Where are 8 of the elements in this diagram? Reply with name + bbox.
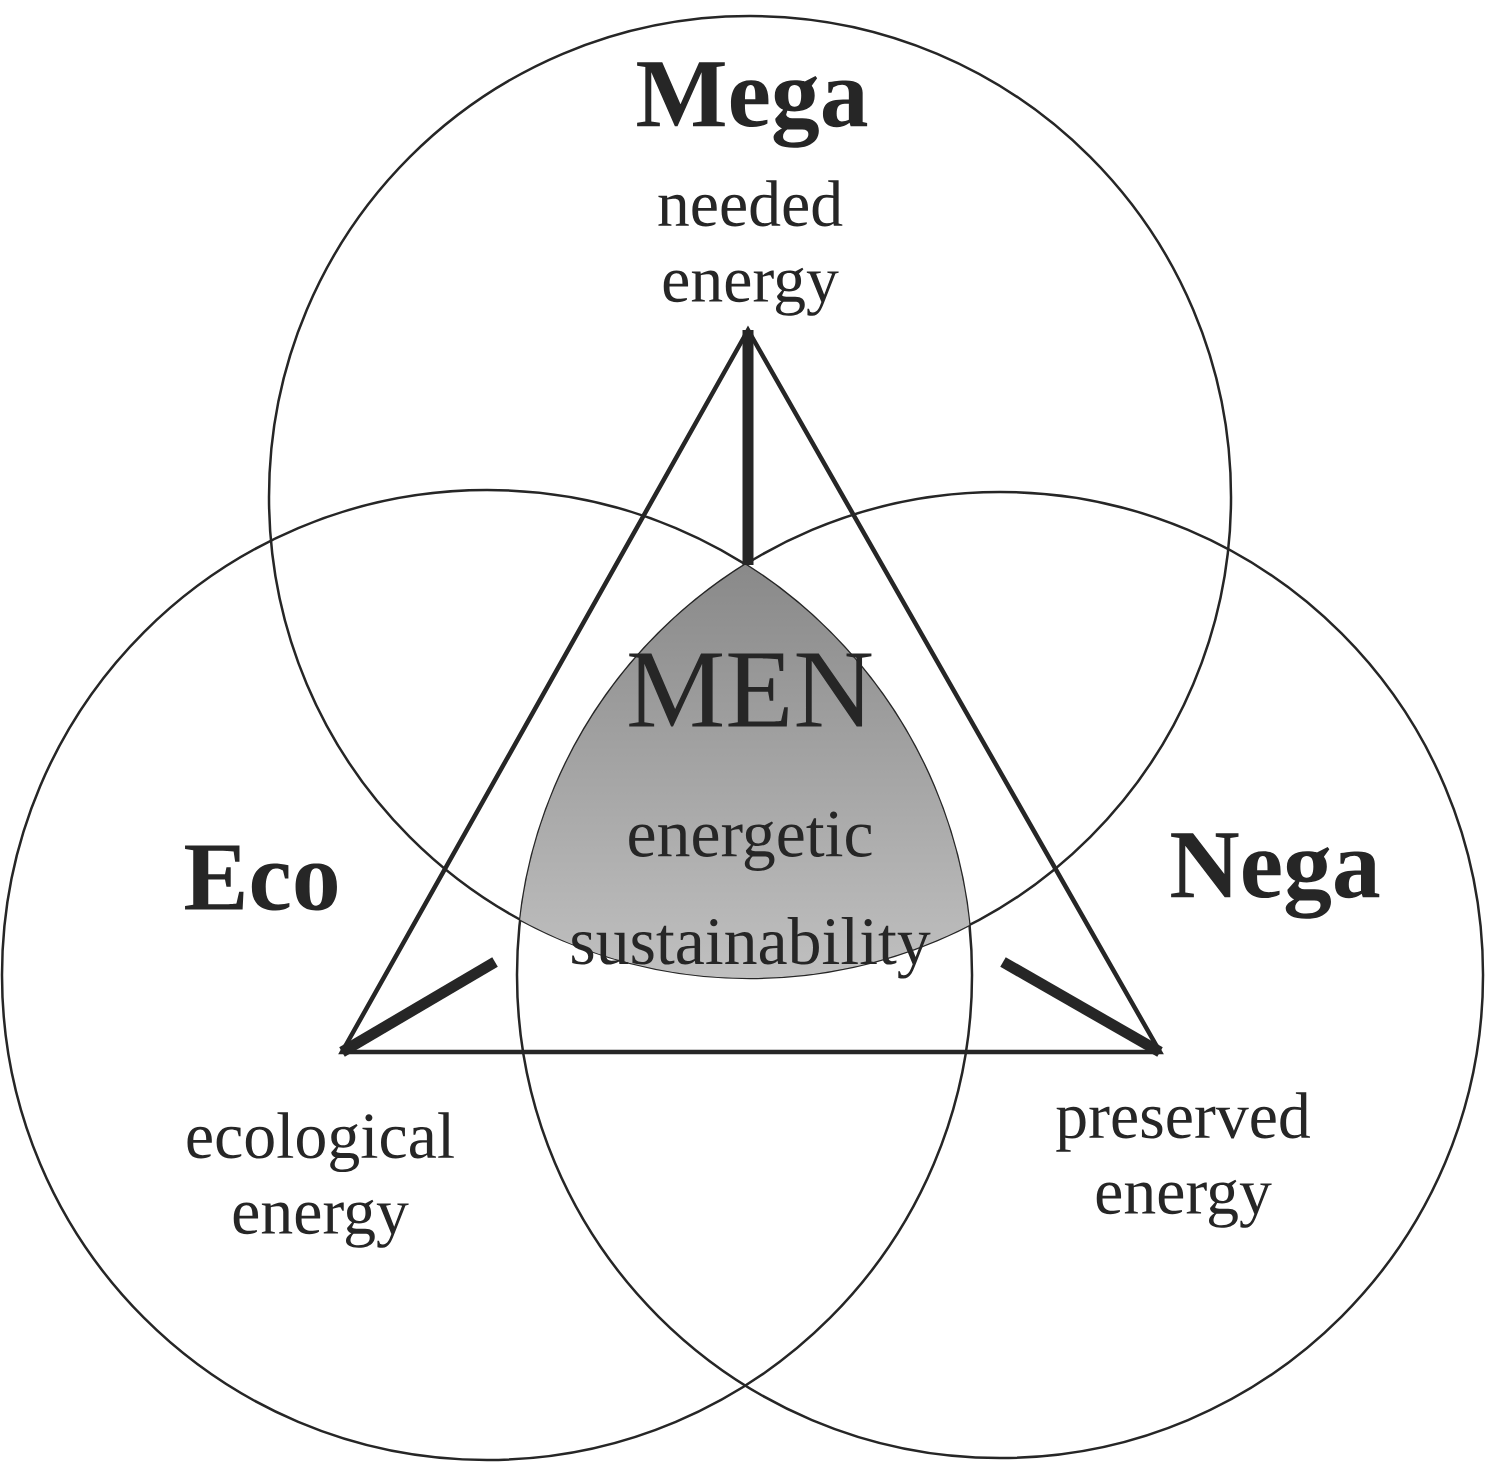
circle-label: preserved energy bbox=[1056, 1092, 1310, 1228]
circle-heading: Mega bbox=[637, 62, 868, 148]
center-label: energetic sustainability bbox=[572, 811, 931, 979]
circle-label: ecological energy bbox=[187, 1112, 454, 1248]
center-heading: MEN bbox=[629, 653, 872, 727]
circle-heading: Eco bbox=[185, 845, 337, 911]
circle-heading: Nega bbox=[1171, 833, 1380, 919]
circle-label: needed energy bbox=[658, 180, 843, 316]
